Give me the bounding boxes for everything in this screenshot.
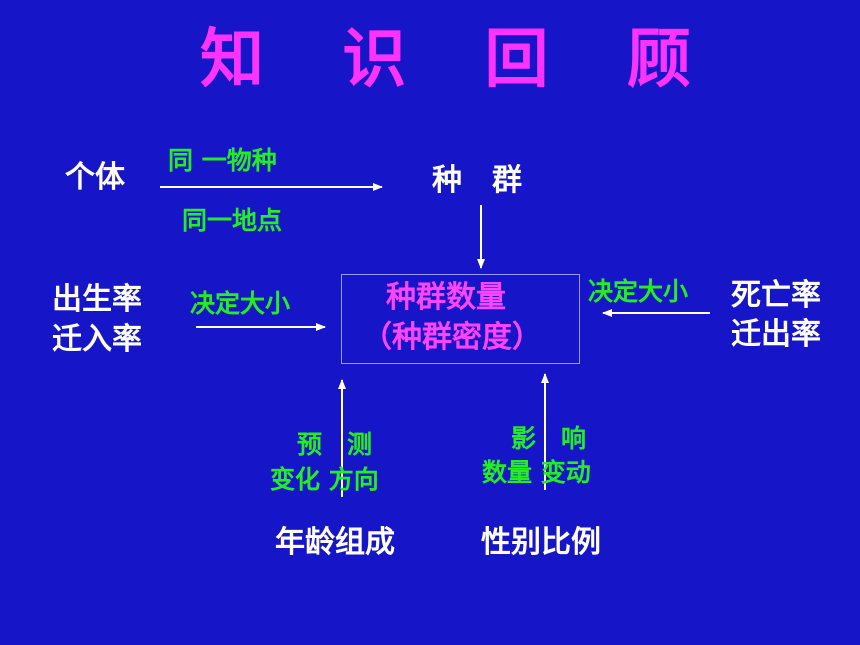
node-birth-rate: 出生率 [52, 282, 142, 317]
label-determines-size-left: 决定大小 [190, 289, 291, 318]
label-determines-size-right: 决定大小 [588, 277, 689, 306]
label-change-direction: 变化 方向 [270, 465, 379, 494]
label-quantity-change: 数量 变动 [482, 458, 591, 487]
label-influence: 影 响 [511, 424, 587, 453]
node-population: 种 群 [432, 163, 522, 198]
node-immigration-rate: 迁入率 [52, 322, 142, 357]
node-age-structure: 年龄组成 [275, 525, 395, 560]
node-individual: 个体 [65, 160, 125, 195]
page-title: 知 识 回 顾 [200, 23, 719, 97]
label-same-species: 同 一物种 [168, 146, 277, 175]
center-box [341, 274, 580, 364]
center-population-density: （种群密度） [362, 320, 542, 355]
node-emigration-rate: 迁出率 [731, 317, 821, 352]
label-same-location: 同一地点 [182, 206, 283, 235]
node-sex-ratio: 性别比例 [481, 525, 601, 560]
label-predict: 预 测 [297, 430, 373, 459]
node-death-rate: 死亡率 [731, 278, 821, 313]
center-population-size: 种群数量 [386, 280, 506, 315]
